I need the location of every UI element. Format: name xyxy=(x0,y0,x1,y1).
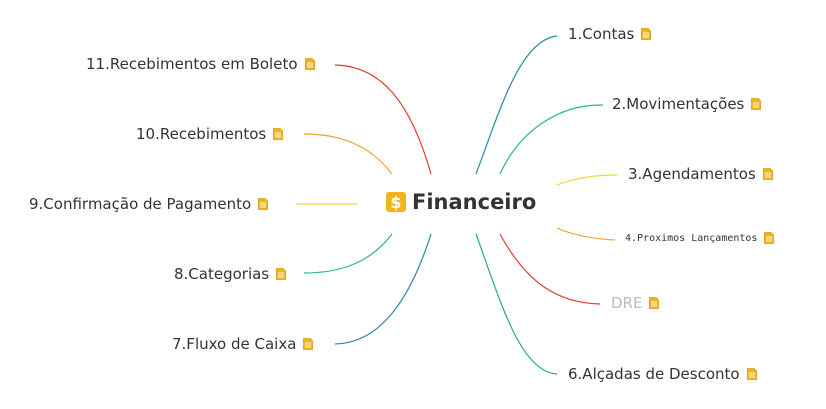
branch-dre[interactable]: DRE xyxy=(611,294,660,312)
branch-movimentacoes[interactable]: 2.Movimentações xyxy=(612,95,762,113)
branch-connector xyxy=(303,233,393,274)
branch-label: 2.Movimentações xyxy=(612,95,745,113)
branch-connector xyxy=(556,174,618,186)
branch-label: 6.Alçadas de Desconto xyxy=(568,365,740,383)
branch-label: DRE xyxy=(611,294,643,312)
note-icon[interactable] xyxy=(751,98,762,110)
branch-label: 3.Agendamentos xyxy=(628,165,756,183)
note-icon[interactable] xyxy=(258,198,269,210)
branch-contas[interactable]: 1.Contas xyxy=(568,25,652,43)
branch-label: 10.Recebimentos xyxy=(136,125,267,143)
branch-recebimentos-boleto[interactable]: 11.Recebimentos em Boleto xyxy=(86,55,315,73)
branch-agendamentos[interactable]: 3.Agendamentos xyxy=(628,165,773,183)
note-icon[interactable] xyxy=(303,338,314,350)
branch-connector xyxy=(475,233,558,375)
branch-label: 11.Recebimentos em Boleto xyxy=(86,55,298,73)
dollar-icon: $ xyxy=(386,192,406,212)
note-icon[interactable] xyxy=(304,58,315,70)
root-label: Financeiro xyxy=(412,190,537,214)
note-icon[interactable] xyxy=(649,297,660,309)
branch-alcadas-desconto[interactable]: 6.Alçadas de Desconto xyxy=(568,365,757,383)
branch-recebimentos[interactable]: 10.Recebimentos xyxy=(136,125,284,143)
branch-label: 1.Contas xyxy=(568,25,635,43)
note-icon[interactable] xyxy=(641,28,652,40)
note-icon[interactable] xyxy=(764,232,775,244)
branch-connector xyxy=(499,104,604,175)
branch-label: 9.Confirmação de Pagamento xyxy=(29,195,252,213)
note-icon[interactable] xyxy=(273,128,284,140)
branch-connector xyxy=(475,35,558,175)
branch-confirmacao-pagamento[interactable]: 9.Confirmação de Pagamento xyxy=(29,195,269,213)
branch-fluxo-caixa[interactable]: 7.Fluxo de Caixa xyxy=(172,335,314,353)
branch-connector xyxy=(556,227,616,241)
root-node[interactable]: $ Financeiro xyxy=(386,190,536,214)
branch-connector xyxy=(499,233,601,305)
note-icon[interactable] xyxy=(746,368,757,380)
branch-categorias[interactable]: 8.Categorias xyxy=(174,265,287,283)
note-icon[interactable] xyxy=(762,168,773,180)
branch-label: 8.Categorias xyxy=(174,265,270,283)
branch-connector xyxy=(334,64,432,175)
branch-connector xyxy=(303,133,393,175)
branch-label: 4.Proximos Lançamentos xyxy=(625,232,758,244)
note-icon[interactable] xyxy=(276,268,287,280)
branch-proximos-lancamentos[interactable]: 4.Proximos Lançamentos xyxy=(625,232,775,244)
branch-label: 7.Fluxo de Caixa xyxy=(172,335,297,353)
branch-connector xyxy=(334,233,432,345)
